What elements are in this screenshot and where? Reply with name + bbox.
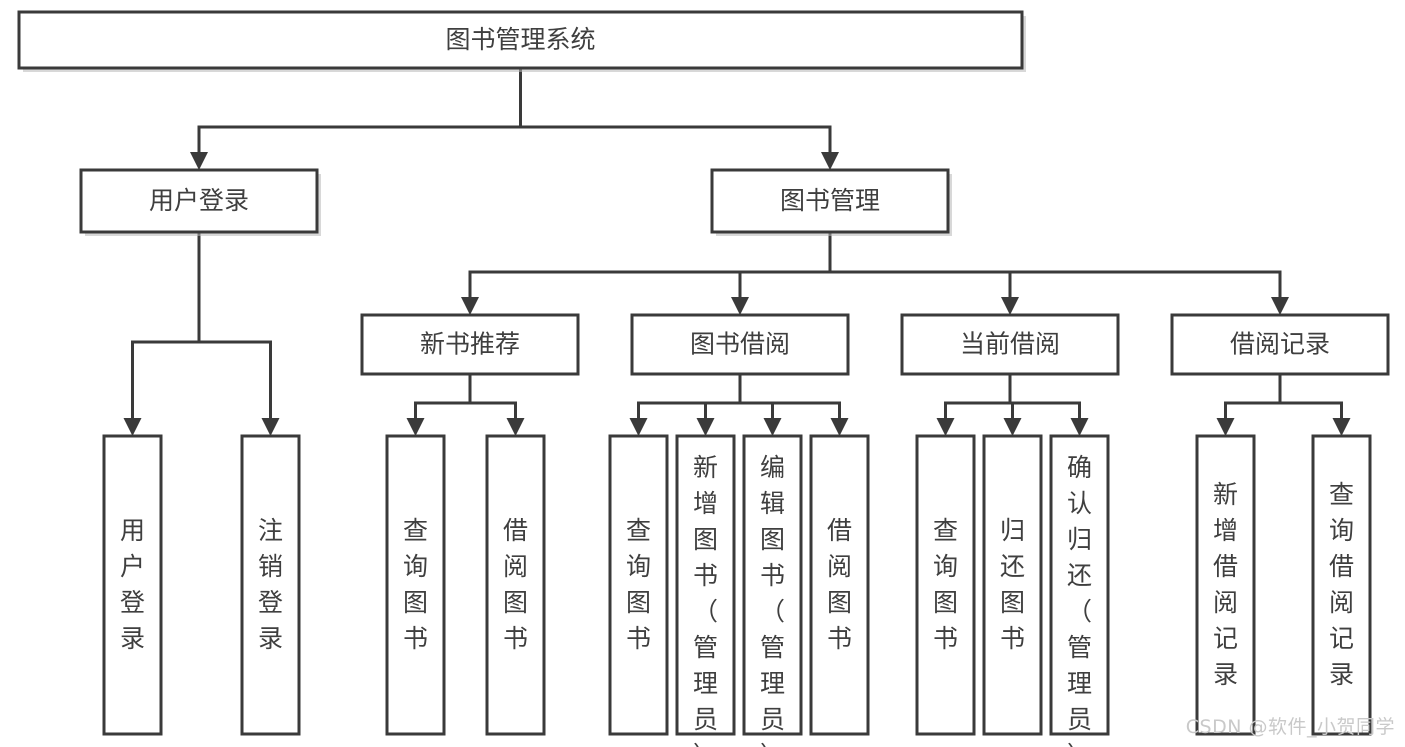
arrow-head-icon [1003, 418, 1022, 436]
csdn-watermark: CSDN @软件_小贺同学 [1185, 716, 1395, 738]
node-label: 注销登录 [258, 516, 283, 653]
node-label: 图书管理 [780, 186, 880, 215]
arrow-head-icon [830, 418, 849, 436]
node-label: 查询图书 [403, 516, 428, 653]
node-new-book-rec[interactable]: 新书推荐 [360, 313, 580, 376]
arrow-head-icon [190, 152, 208, 170]
node-leaf-query-book-rec[interactable]: 查询图书 [385, 434, 446, 736]
node-book-manage[interactable]: 图书管理 [710, 168, 952, 236]
node-label: 确认归还（管理员） [1067, 453, 1092, 747]
arrow-head-icon [763, 418, 782, 436]
node-leaf-borrow-book-rec[interactable]: 借阅图书 [485, 434, 546, 736]
arrow-head-icon [261, 418, 280, 436]
arrow-head-icon [629, 418, 648, 436]
node-label: 新增借阅记录 [1213, 480, 1238, 689]
node-leaf-edit-book[interactable]: 编辑图书（管理员） [742, 434, 803, 747]
arrow-head-icon [461, 297, 479, 315]
node-label: 新增图书（管理员） [693, 453, 718, 747]
node-label: 图书借阅 [690, 330, 790, 359]
arrow-head-icon [406, 418, 425, 436]
node-label: 借阅图书 [827, 516, 852, 653]
arrow-head-icon [123, 418, 142, 436]
arrow-head-icon [936, 418, 955, 436]
arrow-head-icon [1332, 418, 1351, 436]
node-borrow-record[interactable]: 借阅记录 [1170, 313, 1390, 376]
arrow-head-icon [1070, 418, 1089, 436]
node-label: 归还图书 [1000, 516, 1025, 653]
node-leaf-return-book[interactable]: 归还图书 [982, 434, 1043, 736]
node-leaf-confirm-return[interactable]: 确认归还（管理员） [1049, 434, 1110, 747]
arrow-head-icon [821, 152, 839, 170]
node-label: 用户登录 [120, 516, 145, 653]
node-user-login[interactable]: 用户登录 [79, 168, 321, 236]
node-leaf-logout[interactable]: 注销登录 [240, 434, 301, 736]
node-label: 用户登录 [149, 186, 249, 215]
arrow-head-icon [1001, 297, 1019, 315]
node-label: 借阅记录 [1230, 330, 1330, 359]
node-label: 查询图书 [626, 516, 651, 653]
arrow-head-icon [506, 418, 525, 436]
node-label: 新书推荐 [420, 330, 520, 359]
node-leaf-query-book-cur[interactable]: 查询图书 [915, 434, 976, 736]
node-book-borrow[interactable]: 图书借阅 [630, 313, 850, 376]
node-leaf-add-book[interactable]: 新增图书（管理员） [675, 434, 736, 747]
arrow-head-icon [1271, 297, 1289, 315]
node-label: 查询借阅记录 [1329, 480, 1354, 689]
connector-lines [123, 66, 1351, 436]
node-current-borrow[interactable]: 当前借阅 [900, 313, 1120, 376]
arrow-head-icon [696, 418, 715, 436]
node-label: 图书管理系统 [445, 25, 595, 54]
node-leaf-borrow-book[interactable]: 借阅图书 [809, 434, 870, 736]
node-label: 当前借阅 [960, 330, 1060, 359]
node-boxes: 图书管理系统用户登录图书管理新书推荐图书借阅当前借阅借阅记录用户登录注销登录查询… [17, 10, 1390, 747]
node-label: 查询图书 [933, 516, 958, 653]
arrow-head-icon [731, 297, 749, 315]
arrow-head-icon [1216, 418, 1235, 436]
node-leaf-user-login[interactable]: 用户登录 [102, 434, 163, 736]
node-leaf-add-record[interactable]: 新增借阅记录 [1195, 434, 1256, 736]
node-root[interactable]: 图书管理系统 [17, 10, 1026, 72]
node-label: 编辑图书（管理员） [760, 453, 785, 747]
node-leaf-query-record[interactable]: 查询借阅记录 [1311, 434, 1372, 736]
node-leaf-query-book-borrow[interactable]: 查询图书 [608, 434, 669, 736]
node-label: 借阅图书 [503, 516, 528, 653]
